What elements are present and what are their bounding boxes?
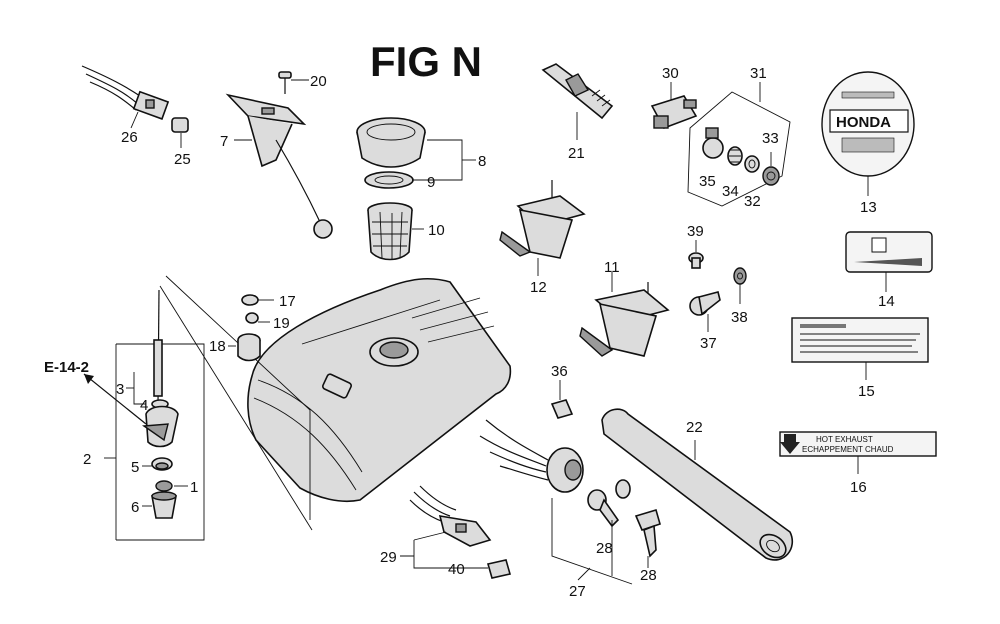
strainer-part-10[interactable] xyxy=(367,202,413,261)
callout-4: 4 xyxy=(140,397,148,414)
o-ring-part-19[interactable] xyxy=(245,312,259,324)
callout-19: 19 xyxy=(273,315,290,332)
callout-13: 13 xyxy=(860,199,877,216)
tool-part-22[interactable] xyxy=(601,408,793,562)
callout-38: 38 xyxy=(731,309,748,326)
callout-7: 7 xyxy=(220,133,228,150)
callout-36: 36 xyxy=(551,363,568,380)
fuel-level-decal-part-14[interactable] xyxy=(845,231,933,273)
nut-part-33[interactable] xyxy=(762,166,780,186)
valve-body-part-4[interactable] xyxy=(142,399,179,448)
callout-1: 1 xyxy=(190,479,198,496)
clip-part-36[interactable] xyxy=(550,399,574,419)
nut-part-38[interactable] xyxy=(733,267,747,285)
cap-part-25[interactable] xyxy=(171,117,189,133)
callout-33: 33 xyxy=(762,130,779,147)
exhaust-warning-decal-part-16[interactable]: HOT EXHAUST ECHAPPEMENT CHAUD xyxy=(779,431,937,457)
mount-part-12[interactable] xyxy=(499,180,586,259)
callout-14: 14 xyxy=(878,293,895,310)
wire-harness-part-26[interactable] xyxy=(81,65,170,120)
ignition-switch-part-27[interactable] xyxy=(479,419,584,493)
callout-6: 6 xyxy=(131,499,139,516)
screw-part-20[interactable] xyxy=(278,71,292,94)
callout-25: 25 xyxy=(174,151,191,168)
honda-logo-text: HONDA xyxy=(836,114,891,131)
harness-part-29[interactable] xyxy=(409,485,492,547)
callout-16: 16 xyxy=(850,479,867,496)
fuel-cap-part-8[interactable] xyxy=(356,117,426,168)
callout-22: 22 xyxy=(686,419,703,436)
callout-5: 5 xyxy=(131,459,139,476)
emblem-decal-part-13[interactable]: HONDA xyxy=(821,71,915,177)
callout-26: 26 xyxy=(121,129,138,146)
connector-part-40[interactable] xyxy=(486,559,512,579)
callout-27: 27 xyxy=(569,583,586,600)
callout-37: 37 xyxy=(700,335,717,352)
fuel-tank[interactable] xyxy=(247,277,512,503)
switch-kit-group-31 xyxy=(687,91,791,207)
callout-30: 30 xyxy=(662,65,679,82)
exhaust-text-line-1: HOT EXHAUST xyxy=(816,435,873,444)
callout-12: 12 xyxy=(530,279,547,296)
callout-32: 32 xyxy=(744,193,761,210)
callout-20: 20 xyxy=(310,73,327,90)
spark-plug-part-21[interactable] xyxy=(541,63,614,120)
gasket-part-9[interactable] xyxy=(364,171,414,189)
callout-39: 39 xyxy=(687,223,704,240)
gasket-part-1[interactable] xyxy=(155,480,173,492)
key-part-28a[interactable] xyxy=(587,489,620,528)
instruction-decal-part-15[interactable] xyxy=(791,317,929,363)
callout-40: 40 xyxy=(448,561,465,578)
callout-35: 35 xyxy=(699,173,716,190)
o-ring-part[interactable] xyxy=(615,479,631,499)
fuel-valve-part-3[interactable] xyxy=(153,289,163,405)
switch-body-part-35[interactable] xyxy=(702,127,724,159)
callout-9: 9 xyxy=(427,174,435,191)
figure-title: FIG N xyxy=(370,38,482,85)
callout-15: 15 xyxy=(858,383,875,400)
bolt-part-39[interactable] xyxy=(688,252,704,269)
mount-part-11[interactable] xyxy=(579,282,670,357)
spring-part-34[interactable] xyxy=(727,146,743,166)
callout-29: 29 xyxy=(380,549,397,566)
callout-18: 18 xyxy=(209,338,226,355)
washer-part-32[interactable] xyxy=(744,155,760,173)
callout-31: 31 xyxy=(750,65,767,82)
callout-2: 2 xyxy=(83,451,91,468)
key-part-28b[interactable] xyxy=(634,509,661,558)
exhaust-text-line-2: ECHAPPEMENT CHAUD xyxy=(802,445,894,454)
callout-34: 34 xyxy=(722,183,739,200)
fuel-gauge-part-7[interactable] xyxy=(225,93,333,239)
switch-part-30[interactable] xyxy=(650,95,698,129)
callout-28-b: 28 xyxy=(640,567,657,584)
cap-part-17[interactable] xyxy=(241,294,259,306)
callout-21: 21 xyxy=(568,145,585,162)
cup-part-6[interactable] xyxy=(151,491,177,519)
callout-3: 3 xyxy=(116,381,124,398)
callout-10: 10 xyxy=(428,222,445,239)
callout-28-a: 28 xyxy=(596,540,613,557)
bolt-part-37[interactable] xyxy=(689,291,721,316)
seal-part-5[interactable] xyxy=(151,457,173,471)
callout-17: 17 xyxy=(279,293,296,310)
callout-11: 11 xyxy=(604,259,620,276)
reference-e-14-2[interactable]: E-14-2 xyxy=(44,359,89,376)
callout-8: 8 xyxy=(478,153,486,170)
joint-part-18[interactable] xyxy=(237,333,261,362)
